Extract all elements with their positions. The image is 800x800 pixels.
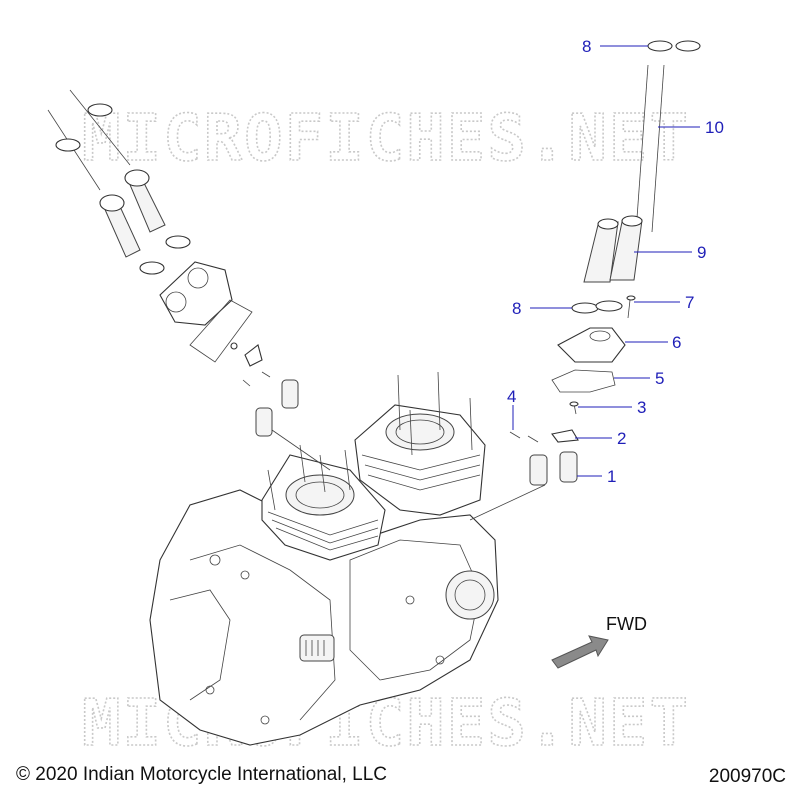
rear-lifter-cover bbox=[557, 327, 626, 363]
front-pushrod-orings bbox=[55, 103, 191, 275]
copyright-notice: © 2020 Indian Motorcycle International, … bbox=[16, 764, 387, 785]
rear-pushrods bbox=[635, 64, 665, 233]
rear-guide-plate bbox=[551, 429, 579, 443]
svg-text:2: 2 bbox=[617, 429, 626, 448]
rear-pushrod-tubes bbox=[583, 215, 643, 283]
rear-cover-gasket bbox=[551, 369, 616, 393]
callout-6: 6 bbox=[625, 333, 681, 352]
svg-text:10: 10 bbox=[705, 118, 724, 137]
front-cylinder bbox=[261, 444, 386, 561]
rear-cover-bolt bbox=[626, 295, 636, 319]
callout-3: 3 bbox=[578, 398, 646, 417]
fwd-label: FWD bbox=[606, 614, 647, 634]
front-lifter-cover bbox=[159, 261, 233, 326]
callout-8-lower: 8 bbox=[512, 299, 572, 318]
diagram-id: 200970C bbox=[708, 766, 786, 787]
rear-lifter-screw bbox=[569, 401, 579, 415]
callout-4: 4 bbox=[507, 387, 516, 430]
svg-text:3: 3 bbox=[637, 398, 646, 417]
callout-9: 9 bbox=[634, 243, 706, 262]
callout-2: 2 bbox=[575, 429, 626, 448]
callout-8-upper: 8 bbox=[582, 37, 648, 56]
rear-pushrod-orings-bottom bbox=[571, 300, 623, 314]
fwd-arrow-icon bbox=[551, 635, 609, 669]
callout-5: 5 bbox=[614, 369, 664, 388]
front-pushrod-tubes bbox=[99, 169, 166, 258]
svg-text:8: 8 bbox=[582, 37, 591, 56]
svg-text:6: 6 bbox=[672, 333, 681, 352]
svg-text:8: 8 bbox=[512, 299, 521, 318]
rear-anti-rotation-pins bbox=[509, 431, 539, 443]
rear-lifters bbox=[469, 451, 578, 521]
watermark-top: MICROFICHES.NET bbox=[82, 102, 690, 176]
callout-7: 7 bbox=[634, 293, 694, 312]
rear-pushrod-orings-top bbox=[647, 40, 701, 52]
crankcase bbox=[149, 489, 499, 746]
svg-text:9: 9 bbox=[697, 243, 706, 262]
callout-10: 10 bbox=[658, 118, 724, 137]
rear-cylinder bbox=[354, 371, 486, 516]
svg-text:4: 4 bbox=[507, 387, 516, 406]
front-lifter-parts bbox=[230, 342, 331, 471]
svg-text:1: 1 bbox=[607, 467, 616, 486]
svg-text:5: 5 bbox=[655, 369, 664, 388]
callout-1: 1 bbox=[577, 467, 616, 486]
front-cover-gasket bbox=[189, 299, 253, 363]
svg-text:7: 7 bbox=[685, 293, 694, 312]
